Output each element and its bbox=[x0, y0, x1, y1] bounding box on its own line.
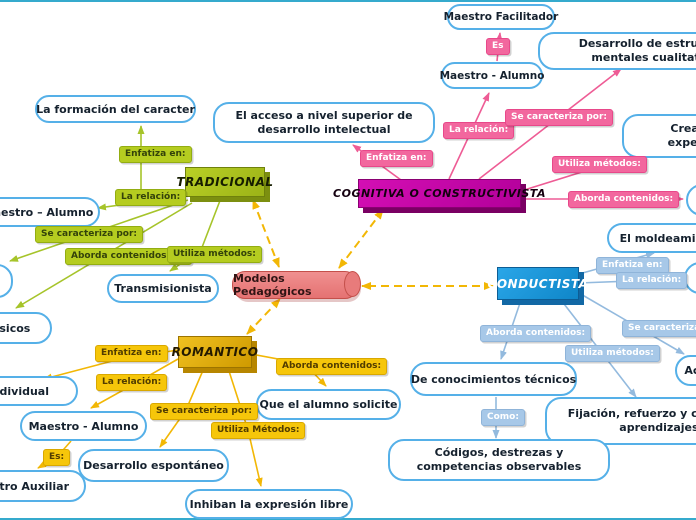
edge-label-tradicional-aborda[interactable]: Aborda contenidos de: bbox=[65, 248, 192, 265]
edge-label-cognitiva-enfatiza[interactable]: Enfatiza en: bbox=[360, 150, 433, 167]
node-maestro-alumno-cognitiva[interactable]: Maestro - Alumno bbox=[440, 62, 544, 89]
node-clasicos[interactable]: clásicos bbox=[0, 312, 52, 344]
edge-label-tradicional-relacion[interactable]: La relación: bbox=[115, 189, 187, 206]
node-desarrollo-estructuras-mentales[interactable]: Desarrollo de estructuras mentales cuali… bbox=[538, 32, 696, 70]
node-desarrollo-espontaneo[interactable]: Desarrollo espontáneo bbox=[78, 449, 229, 482]
canvas-top-border bbox=[0, 0, 696, 2]
center-node-modelos-pedagogicos[interactable]: Modelos Pedagógicos bbox=[232, 271, 361, 299]
edge-label-conductista-como[interactable]: Como: bbox=[481, 409, 525, 426]
edge-label-cognitiva-relacion[interactable]: La relación: bbox=[443, 122, 515, 139]
edge-label-conductista-utiliza[interactable]: Utiliza métodos: bbox=[565, 345, 660, 362]
branch-tradicional[interactable]: TRADICIONAL bbox=[176, 167, 273, 197]
edge-label-romantico-relacion[interactable]: La relación: bbox=[96, 374, 168, 391]
node-creacion-experiencias[interactable]: Creación de experiencias bbox=[622, 114, 696, 158]
node-maestro-facilitador[interactable]: Maestro Facilitador bbox=[444, 4, 558, 30]
edge-label-romantico-caracteriza[interactable]: Se caracteriza por: bbox=[150, 403, 259, 420]
edge-label-cognitiva-es[interactable]: Es bbox=[486, 38, 510, 55]
edge-label-cognitiva-utiliza[interactable]: Utiliza métodos: bbox=[552, 156, 647, 173]
node-maestro-alumno-tradicional[interactable]: Maestro – Alumno bbox=[0, 197, 100, 227]
edge-label-conductista-aborda[interactable]: Aborda contenidos: bbox=[480, 325, 592, 342]
node-maestro-alumno-romantico[interactable]: Maestro - Alumno bbox=[20, 411, 147, 441]
node-de-conocimientos-tecnicos[interactable]: De conocimientos técnicos bbox=[410, 362, 577, 396]
branch-conductista[interactable]: CONDUCTISTA bbox=[488, 267, 588, 300]
edge-label-tradicional-caracteriza[interactable]: Se caracteriza por: bbox=[35, 226, 144, 243]
edge-label-romantico-aborda[interactable]: Aborda contenidos: bbox=[276, 358, 388, 375]
node-maestro-auxiliar[interactable]: Maestro Auxiliar bbox=[0, 470, 86, 502]
node-inhiban-expresion-libre[interactable]: Inhiban la expresión libre bbox=[185, 489, 353, 519]
node-la-formacion-del-caracter[interactable]: La formación del caracter bbox=[35, 95, 196, 123]
edge-label-cognitiva-aborda[interactable]: Aborda contenidos: bbox=[568, 191, 680, 208]
node-codigos-destrezas[interactable]: Códigos, destrezas y competencias observ… bbox=[388, 439, 610, 481]
edge-label-romantico-enfatiza[interactable]: Enfatiza en: bbox=[95, 345, 168, 362]
node-el-moldeamiento[interactable]: El moldeamiento de la conducta bbox=[607, 223, 696, 253]
branch-romantico[interactable]: ROMANTICO bbox=[172, 336, 258, 368]
edge-label-conductista-relacion[interactable]: La relación: bbox=[616, 272, 688, 289]
edge-label-tradicional-utiliza[interactable]: Utiliza métodos: bbox=[167, 246, 262, 263]
canvas-bottom-border bbox=[0, 518, 696, 520]
edge-label-tradicional-enfatiza[interactable]: Enfatiza en: bbox=[119, 146, 192, 163]
node-fijacion-refuerzo[interactable]: Fijación, refuerzo y control de aprendiz… bbox=[545, 397, 696, 445]
branch-cognitiva-constructivista[interactable]: COGNITIVA O CONSTRUCTIVISTA bbox=[333, 179, 545, 208]
edge-label-romantico-es[interactable]: Es: bbox=[43, 449, 71, 466]
edge-label-romantico-utiliza[interactable]: Utiliza Métodos: bbox=[211, 422, 306, 439]
node-transmisionista[interactable]: Transmisionista bbox=[107, 274, 219, 303]
node-que-el-alumno-solicite[interactable]: Que el alumno solicite bbox=[256, 389, 401, 420]
edge-label-cognitiva-caracteriza[interactable]: Se caracteriza por: bbox=[505, 109, 614, 126]
node-acceso-nivel-superior[interactable]: El acceso a nivel superior de desarrollo… bbox=[213, 102, 435, 143]
node-libertad-individual[interactable]: La libertad individual bbox=[0, 376, 78, 406]
node-acumulacion-aprendizajes[interactable]: Acumulación de aprendizajes bbox=[675, 355, 696, 386]
edge-label-conductista-caracteriza[interactable]: Se caracteriza por: bbox=[622, 320, 696, 337]
